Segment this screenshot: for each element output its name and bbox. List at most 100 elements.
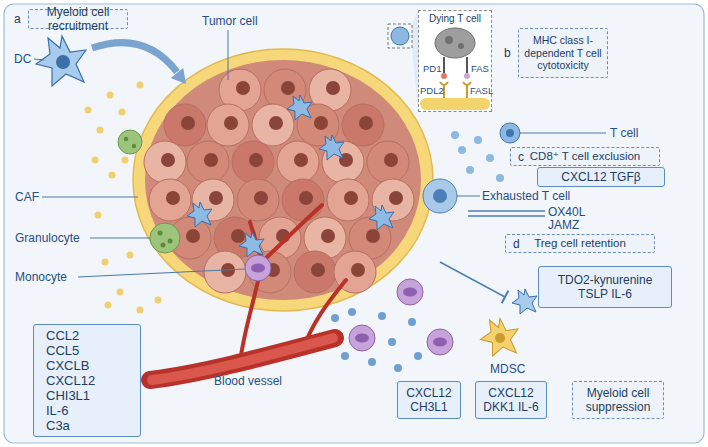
chemokine-dot <box>117 289 124 296</box>
cell-nucleus <box>433 189 447 203</box>
cytokine-dot <box>414 352 422 360</box>
cell-nucleus <box>495 333 505 343</box>
tumor-cell <box>237 179 279 221</box>
factor-box: CCL2 CCL5 CXCLB CXCL12 CHI3L1 IL-6 C3a <box>33 324 141 437</box>
cell-nucleus <box>355 334 369 343</box>
monocyte-cell <box>245 255 271 281</box>
pdl2-ligand <box>440 82 448 85</box>
cell-nucleus <box>161 153 175 167</box>
zoom-square <box>388 24 412 48</box>
tumor-cell-membrane <box>420 98 490 110</box>
tumor-cell <box>149 179 191 221</box>
inhibition-bar <box>502 291 509 303</box>
cytokine-dot <box>348 308 356 316</box>
section-box: Myeloid cell suppression <box>572 381 664 419</box>
dendritic-cell <box>287 95 312 120</box>
leader-line <box>90 238 150 239</box>
dendritic-cell <box>369 205 394 230</box>
chemokine-dot <box>137 307 144 314</box>
cytokine-dot <box>474 136 482 144</box>
cell-nucleus <box>254 191 268 205</box>
chemokine-dot <box>95 212 102 219</box>
dendritic-cell <box>36 36 86 86</box>
chemokine-dot <box>97 127 104 134</box>
granule <box>161 243 166 248</box>
box-text: MHC class I-dependent T cell cytotoxicit… <box>521 34 605 72</box>
arrow-head <box>171 68 186 84</box>
cell-nucleus <box>56 55 70 69</box>
cytokine-dot <box>486 154 494 162</box>
cell-nucleus <box>433 338 447 347</box>
tumor-cell <box>252 104 294 146</box>
cell-label: CAF <box>15 190 39 204</box>
cell-fragment <box>458 43 464 49</box>
cytokine-dot <box>331 314 339 322</box>
section-box: d Treg cell retention <box>505 234 655 253</box>
cell-nucleus <box>326 81 340 95</box>
leader-line <box>34 59 44 60</box>
caf-rim <box>133 49 433 311</box>
inset-box: Dying T cell <box>418 10 492 112</box>
cell-fragment <box>445 36 453 44</box>
molecule-label: PDL2 <box>420 84 444 98</box>
factor-box: CXCL12 DKK1 IL-6 <box>475 381 547 419</box>
cell-nucleus <box>231 229 245 243</box>
cell-nucleus <box>403 288 417 297</box>
cell-nucleus <box>344 191 358 205</box>
panel-letter: d <box>513 236 520 250</box>
leader-line <box>228 30 229 80</box>
cell-nucleus <box>249 153 263 167</box>
cell-nucleus <box>236 81 250 95</box>
monocyte-cell <box>427 329 453 355</box>
cell-label: Exhausted T cell <box>482 189 570 203</box>
box-text: CCL2 CCL5 CXCLB CXCL12 CHI3L1 IL-6 C3a <box>46 328 106 433</box>
factor-box: TDO2-kynurenine TSLP IL-6 <box>538 266 672 308</box>
cell-label: DC <box>14 52 31 66</box>
leader-line <box>42 197 138 198</box>
tumor-cell <box>342 104 384 146</box>
section-box: cCD8⁺ T cell exclusion <box>510 147 660 166</box>
box-text: TDO2-kynurenine TSLP IL-6 <box>546 273 664 302</box>
monocyte-cell <box>349 325 375 351</box>
chemokine-dot <box>105 302 112 309</box>
cell-nucleus <box>321 229 335 243</box>
pd1-receptor <box>441 73 447 79</box>
panel-letter: b <box>504 46 511 60</box>
cell-nucleus <box>366 229 380 243</box>
tumor-cell <box>144 141 186 183</box>
cell-nucleus <box>384 153 398 167</box>
interaction-line <box>468 215 545 217</box>
cell-nucleus <box>269 116 283 130</box>
dying-t-cell <box>435 28 475 58</box>
interaction-line <box>468 210 545 212</box>
cytokine-dot <box>458 146 466 154</box>
cell-nucleus <box>224 116 238 130</box>
structure-label: Blood vessel <box>214 374 282 388</box>
granule <box>124 137 128 141</box>
cell-nucleus <box>209 191 223 205</box>
box-text: Treg cell retention <box>534 237 626 251</box>
leader-line <box>520 133 606 134</box>
chemokine-dot <box>155 297 162 304</box>
recruitment-arrow <box>92 43 177 72</box>
box-text: Myeloid cell recruitment <box>29 5 127 34</box>
tumor-cell <box>164 104 206 146</box>
tumor-cell <box>207 104 249 146</box>
molecule-label: JAMZ <box>548 218 579 232</box>
t-cell <box>500 123 520 143</box>
cytokine-dot <box>341 352 349 360</box>
dendritic-cell <box>512 289 537 314</box>
cytokine-dot <box>378 312 386 320</box>
cell-label: T cell <box>610 126 638 140</box>
tumor-core <box>145 60 421 300</box>
leader-line <box>78 269 245 277</box>
cell-nucleus <box>281 81 295 95</box>
vessel-lumen <box>152 338 333 380</box>
panel-letter: a <box>14 12 21 26</box>
granulocyte-cell <box>150 223 180 253</box>
chemokine-dot <box>109 172 116 179</box>
section-box: bMHC class I-dependent T cell cytotoxici… <box>518 28 608 78</box>
